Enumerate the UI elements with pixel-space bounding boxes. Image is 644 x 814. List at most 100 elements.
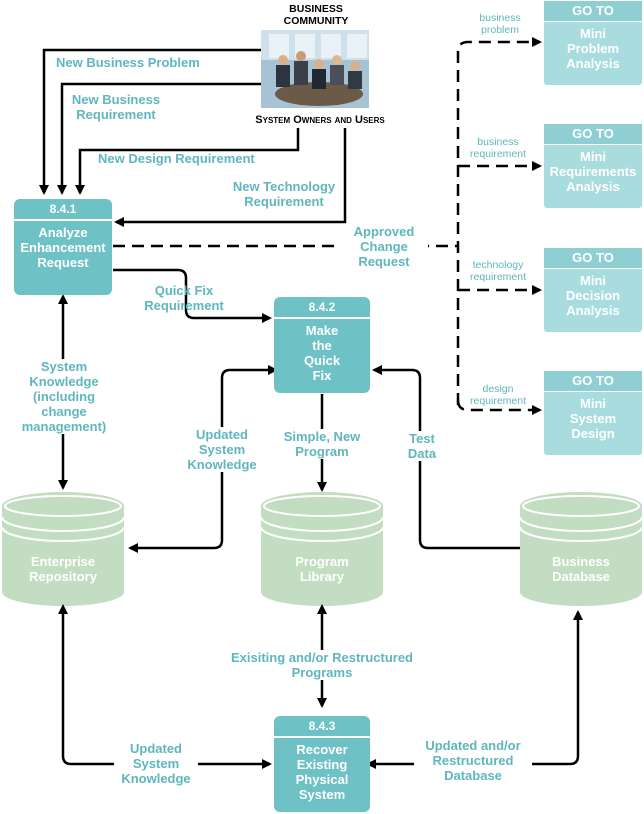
process-line: the xyxy=(312,338,332,353)
business-community-subtitle: System Owners and Users xyxy=(255,114,385,126)
goto-mini-requirements-analysis[interactable]: GO TO Mini Requirements Analysis xyxy=(544,124,642,208)
label-simple-new-program: Simple, New Program xyxy=(276,429,368,459)
goto-line: Mini xyxy=(580,273,606,288)
label-test-data: Test Data xyxy=(402,431,442,461)
label-line: New Business xyxy=(71,92,161,107)
label-new-design-requirement: New Design Requirement xyxy=(98,151,255,166)
flow-new-design-requirement xyxy=(75,128,300,195)
goto-line: Analysis xyxy=(566,56,620,71)
goto-label-design-requirement: design requirement xyxy=(456,383,540,407)
label-line: (including xyxy=(32,389,96,404)
store-business-database[interactable]: Business Database xyxy=(520,554,642,584)
dashed-branch-vertical xyxy=(456,37,542,405)
label-line: Request xyxy=(358,254,410,269)
goto-line: Analysis xyxy=(566,303,620,318)
process-line: Existing xyxy=(296,757,348,772)
goto-label-business-requirement: business requirement xyxy=(456,136,540,160)
label-line: Updated and/or xyxy=(425,738,521,753)
flow-new-business-requirement xyxy=(57,82,262,195)
flow-new-technology-requirement xyxy=(114,128,347,227)
goto-header: GO TO xyxy=(544,1,642,22)
label-new-business-problem: New Business Problem xyxy=(56,55,200,70)
business-database-cylinder xyxy=(519,492,643,606)
flow-quick-fix-requirement xyxy=(113,268,272,323)
label-line: business xyxy=(479,12,521,24)
label-line: Change xyxy=(360,239,408,254)
label-line: System xyxy=(40,359,88,374)
label-line: design xyxy=(482,383,514,395)
goto-text: Mini System Design xyxy=(544,392,642,441)
label-approved-change-request: Approved Change Request xyxy=(340,224,428,269)
flow-updated-restructured-database xyxy=(366,610,583,769)
process-id: 8.4.2 xyxy=(274,297,370,319)
label-line: Quick Fix xyxy=(154,283,214,298)
label-updated-system-knowledge-bottom: Updated System Knowledge xyxy=(114,741,198,786)
label-line: Requirement xyxy=(244,194,324,209)
store-line: Database xyxy=(552,569,610,584)
process-line: Quick xyxy=(303,353,341,368)
process-line: Enhancement xyxy=(20,240,106,255)
goto-label-business-problem: business problem xyxy=(460,12,540,36)
dashed-branch-4 xyxy=(456,399,542,415)
label-line: Knowledge xyxy=(187,457,257,472)
process-8-4-2[interactable]: 8.4.2 Make the Quick Fix xyxy=(274,297,370,393)
process-line: System xyxy=(298,787,346,802)
store-line: Repository xyxy=(29,569,97,584)
goto-mini-decision-analysis[interactable]: GO TO Mini Decision Analysis xyxy=(544,248,642,332)
process-8-4-3[interactable]: 8.4.3 Recover Existing Physical System xyxy=(274,716,370,812)
goto-text: Mini Decision Analysis xyxy=(544,269,642,318)
label-quick-fix-requirement: Quick Fix Requirement xyxy=(128,283,240,313)
process-8-4-1[interactable]: 8.4.1 Analyze Enhancement Request xyxy=(14,199,112,295)
business-meeting-photo xyxy=(261,30,369,108)
process-id: 8.4.3 xyxy=(274,716,370,738)
process-line: Fix xyxy=(312,368,332,383)
label-updated-system-knowledge-mid: Updated System Knowledge xyxy=(180,427,264,472)
store-program-library[interactable]: Program Library xyxy=(261,554,383,584)
goto-label-technology-requirement: technology requirement xyxy=(456,259,540,283)
store-line: Enterprise xyxy=(30,554,96,569)
process-name: Analyze Enhancement Request xyxy=(14,221,112,270)
process-id: 8.4.1 xyxy=(14,199,112,221)
goto-line: Design xyxy=(571,426,615,441)
label-line: problem xyxy=(481,24,519,36)
label-line: requirement xyxy=(469,395,527,407)
business-community-title: BUSINESS COMMUNITY xyxy=(260,3,372,27)
store-line: Library xyxy=(299,569,345,584)
goto-line: Mini xyxy=(580,26,606,41)
process-line: Physical xyxy=(295,772,349,787)
process-line: Recover xyxy=(296,742,348,757)
label-updated-restructured-database: Updated and/or Restructured Database xyxy=(414,738,532,783)
goto-header: GO TO xyxy=(544,248,642,269)
label-line: Approved xyxy=(353,224,415,239)
goto-line: Problem xyxy=(566,41,619,56)
goto-line: Analysis xyxy=(566,179,620,194)
goto-mini-system-design[interactable]: GO TO Mini System Design xyxy=(544,371,642,455)
label-line: Updated xyxy=(130,741,182,756)
process-name: Recover Existing Physical System xyxy=(274,738,370,802)
label-line: Knowledge xyxy=(29,374,99,389)
goto-mini-problem-analysis[interactable]: GO TO Mini Problem Analysis xyxy=(544,1,642,85)
goto-line: Requirements xyxy=(549,164,637,179)
label-line: change xyxy=(41,404,87,419)
goto-line: Mini xyxy=(580,149,606,164)
process-line: Analyze xyxy=(38,225,88,240)
label-line: requirement xyxy=(469,148,527,160)
goto-line: Decision xyxy=(565,288,621,303)
label-line: Database xyxy=(444,768,502,783)
label-line: Requirement xyxy=(76,107,156,122)
label-line: System xyxy=(132,756,180,771)
label-line: New Technology xyxy=(232,179,336,194)
goto-header: GO TO xyxy=(544,124,642,145)
label-line: requirement xyxy=(469,271,527,283)
label-line: Data xyxy=(407,446,437,461)
label-line: Exisiting and/or Restructured xyxy=(230,650,414,665)
store-line: Business xyxy=(552,554,610,569)
label-existing-restructured-programs: Exisiting and/or Restructured Programs xyxy=(212,650,432,680)
label-system-knowledge: System Knowledge (including change manag… xyxy=(8,359,120,434)
flow-updated-system-knowledge-bottom xyxy=(58,604,272,769)
business-community-title-line2: COMMUNITY xyxy=(283,15,349,27)
store-enterprise-repository[interactable]: Enterprise Repository xyxy=(2,554,124,584)
goto-header: GO TO xyxy=(544,371,642,392)
